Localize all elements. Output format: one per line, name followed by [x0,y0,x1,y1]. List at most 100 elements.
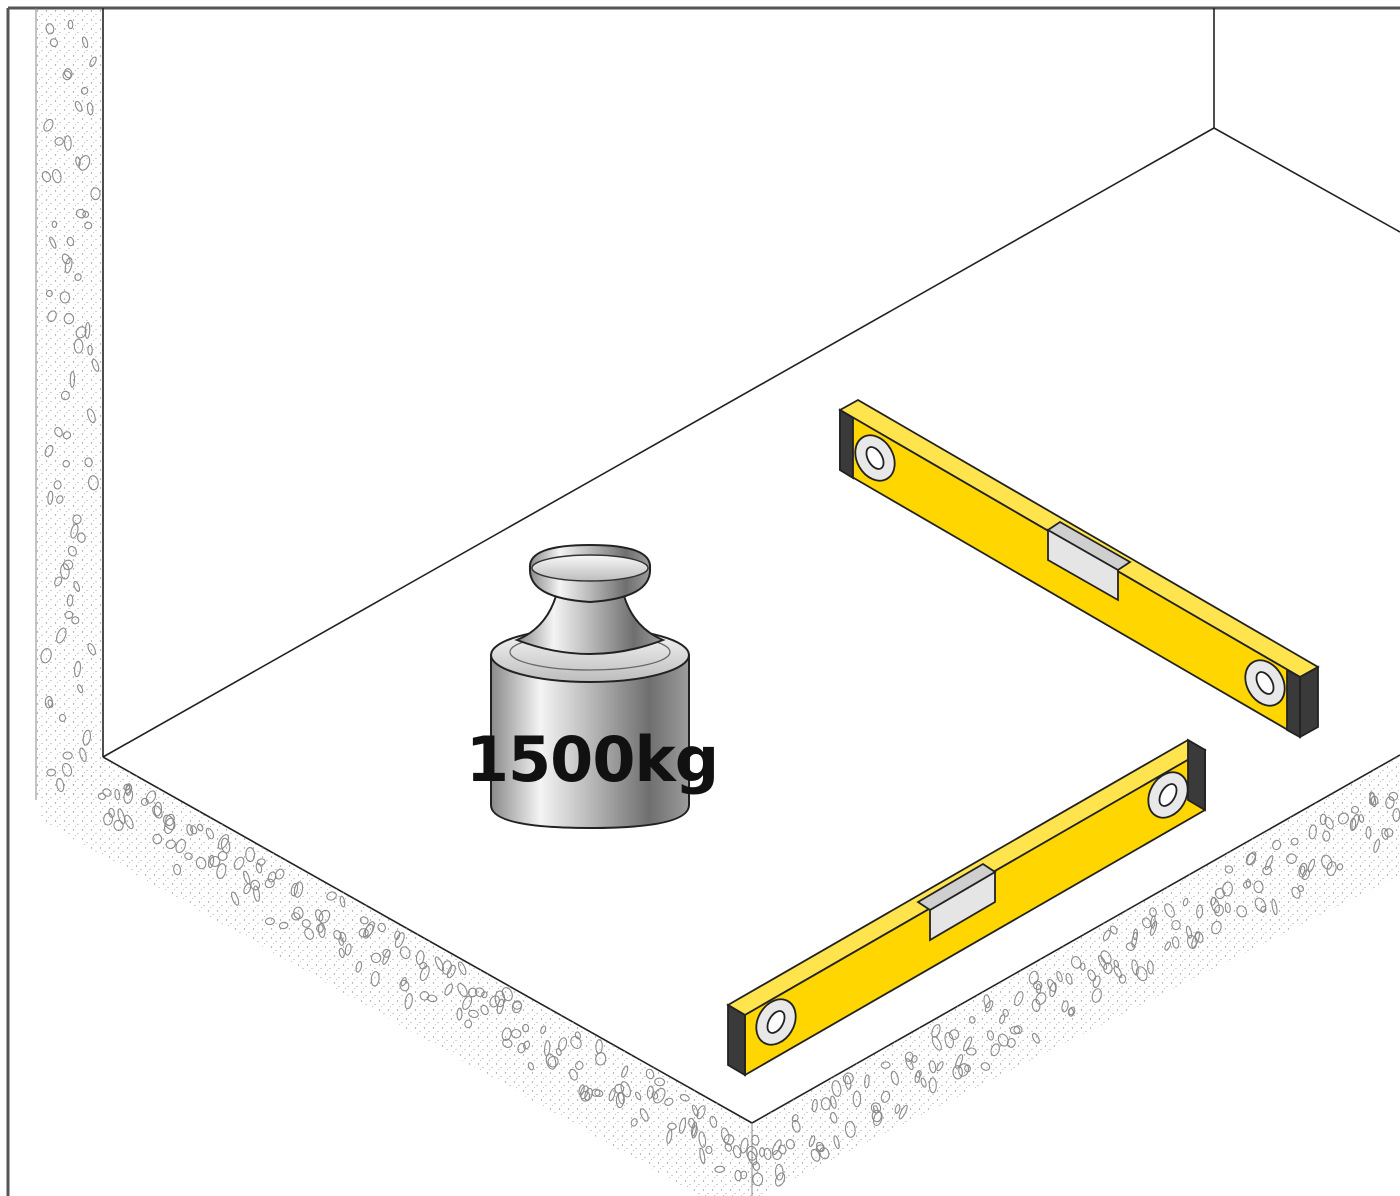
pebble [1236,905,1248,918]
pebble [82,729,92,746]
pebble [510,1028,522,1039]
pebble [705,1145,713,1155]
pebble [382,949,391,965]
pebble [1302,869,1311,881]
pebble [205,827,215,840]
pebble [820,1097,831,1111]
pebble [763,1147,772,1161]
pebble [1031,1032,1040,1044]
pebble [344,943,352,956]
pebble [66,594,74,607]
pebble [124,814,134,830]
pebble [621,1065,629,1078]
pebble [1272,839,1282,851]
pebble [1321,854,1333,870]
pebble [952,1065,963,1080]
pebble [318,909,331,924]
pebble [217,851,228,861]
pebble [864,1074,870,1089]
pebble [980,1062,991,1071]
pebble [47,699,54,708]
pebble [45,289,53,298]
pebble [569,1068,578,1081]
pebble [1186,934,1197,950]
pebble [1164,941,1172,951]
pebble [481,991,488,999]
pebble [216,863,227,880]
pebble [64,135,72,151]
pebble [1118,974,1127,984]
pebble [1245,852,1257,866]
pebble [123,788,134,804]
pebble [928,1060,937,1074]
pebble [651,1091,659,1100]
pebble [545,1053,557,1070]
pebble [59,291,71,304]
pebble [40,648,52,664]
pebble [791,1114,799,1123]
pebble [1002,1008,1009,1017]
pebble [399,946,411,960]
pebble [1031,998,1041,1013]
pebble [740,1137,749,1154]
pebble [54,137,64,146]
pebble [983,994,991,1009]
pebble [84,321,91,339]
pebble [645,1068,655,1080]
pebble [145,790,157,804]
pebble [1271,898,1278,916]
pebble [1103,962,1113,975]
pebble [1056,970,1063,983]
pebble [666,1129,673,1144]
pebble [89,56,97,68]
pebble [724,1142,733,1152]
pebble [1070,956,1082,969]
pebble [207,854,215,869]
pebble [1336,863,1344,871]
pebble [580,1090,591,1102]
pebble [894,1104,901,1114]
pebble [56,495,64,504]
pebble [456,1007,463,1021]
pebble [1080,962,1086,971]
pebble [905,1058,914,1071]
pebble [255,862,263,874]
pebble [1214,904,1224,917]
pebble [984,1000,994,1013]
pebble [60,563,70,580]
pebble [44,444,54,457]
pebble [363,923,374,939]
pebble [696,1105,706,1120]
pebble [501,1027,512,1041]
pebble [1147,960,1154,975]
pebble [811,1098,818,1113]
pebble [184,852,193,861]
pebble [186,824,194,836]
pebble [56,777,65,793]
left-wall-concrete [35,8,103,800]
pebble [810,1148,821,1162]
pebble [654,1077,666,1087]
pebble [467,987,478,998]
pebble [1350,805,1360,814]
pebble [1242,880,1252,889]
pebble [77,532,86,543]
pebble [990,1043,1000,1057]
pebble [1322,830,1331,842]
pebble [752,1172,764,1187]
pebble [1013,1025,1023,1035]
pebble [958,1063,970,1077]
pebble [457,982,468,998]
pebble [1028,970,1039,985]
pebble [540,1025,547,1035]
pebble [399,979,410,992]
pebble [56,627,67,644]
pebble [73,580,81,592]
pebble [830,1095,837,1109]
pebble [51,168,62,184]
pebble [264,917,275,926]
pebble [523,1040,531,1050]
pebble [752,1161,760,1171]
pebble [522,1023,530,1033]
